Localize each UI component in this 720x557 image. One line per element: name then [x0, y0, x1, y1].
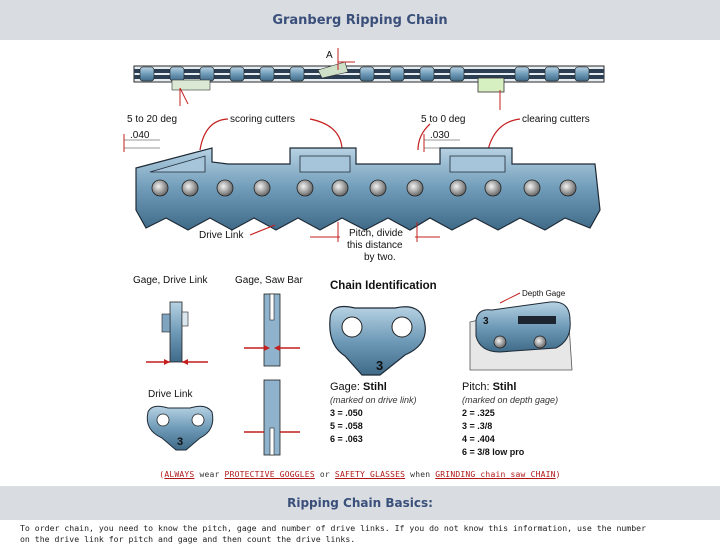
- chain-identification: Chain Identification 3 Gage: Stihl (mark…: [329, 280, 437, 444]
- safety-warning: (ALWAYS wear PROTECTIVE GOGGLES or SAFET…: [159, 470, 561, 479]
- angle-a-label: A: [326, 50, 333, 61]
- chain-id-title: Chain Identification: [330, 280, 437, 292]
- header-bar: Granberg Ripping Chain: [0, 0, 720, 40]
- depth-gage-label: Depth Gage: [522, 289, 566, 298]
- gage-value-1: 3 = .050: [330, 408, 363, 418]
- drive-link-figure: Drive Link 3: [146, 389, 214, 451]
- chain-diagram: A 5 to 20 deg scoring cutters .040 5 to …: [123, 48, 605, 457]
- left-annotations: 5 to 20 deg scoring cutters .040: [123, 87, 343, 152]
- warning-grinding: GRINDING chain saw CHAIN: [435, 470, 556, 479]
- chain-id-link-number: 3: [376, 358, 383, 373]
- pitch-line-1: Pitch, divide: [349, 228, 403, 239]
- gage-heading: Gage: Stihl: [330, 381, 387, 393]
- pitch-value-4: 6 = 3/8 low pro: [462, 447, 525, 457]
- drive-link-small-label: Drive Link: [148, 389, 193, 400]
- basics-line-2: on the drive link for pitch and gage and…: [20, 534, 356, 544]
- angle-range-left: 5 to 20 deg: [127, 114, 177, 125]
- pitch-heading: Pitch: Stihl: [462, 381, 516, 393]
- page-title: Granberg Ripping Chain: [272, 12, 448, 28]
- depth-left-label: .040: [130, 130, 150, 141]
- gage-value-2: 5 = .058: [330, 421, 363, 431]
- warning-goggles-link[interactable]: PROTECTIVE GOGGLES: [224, 470, 315, 479]
- pitch-note: (marked on depth gage): [462, 395, 558, 405]
- basics-title: Ripping Chain Basics:: [287, 496, 433, 510]
- gage-value-3: 6 = .063: [330, 434, 363, 444]
- gage-note: (marked on drive link): [330, 395, 417, 405]
- pitch-line-3: by two.: [364, 252, 396, 263]
- gage-drive-link-figure: Gage, Drive Link: [133, 275, 208, 365]
- chain-top-view: A: [133, 48, 605, 93]
- drive-link-number: 3: [177, 436, 183, 448]
- scoring-cutters-label: scoring cutters: [230, 114, 295, 125]
- gage-saw-bar-label: Gage, Saw Bar: [235, 275, 303, 286]
- right-annotations: 5 to 0 deg clearing cutters .030: [417, 90, 590, 152]
- pitch-line-2: this distance: [347, 240, 403, 251]
- pitch-value-3: 4 = .404: [462, 434, 495, 444]
- depth-right-label: .030: [430, 130, 450, 141]
- gage-drive-link-label: Gage, Drive Link: [133, 275, 208, 286]
- clearing-cutters-label: clearing cutters: [522, 114, 590, 125]
- pitch-annotations: Drive Link Pitch, divide this distance b…: [199, 222, 440, 263]
- basics-line-1: To order chain, you need to know the pit…: [20, 523, 647, 533]
- basics-paragraph: To order chain, you need to know the pit…: [20, 523, 710, 545]
- chain-side-view: [135, 147, 601, 231]
- angle-range-right: 5 to 0 deg: [421, 114, 465, 125]
- pitch-value-1: 2 = .325: [462, 408, 495, 418]
- drive-link-label: Drive Link: [199, 230, 244, 241]
- warning-always: ALWAYS: [164, 470, 195, 479]
- basics-header-bar: Ripping Chain Basics:: [0, 486, 720, 520]
- gage-saw-bar-figure: Gage, Saw Bar: [235, 275, 303, 456]
- pitch-value-2: 3 = .3/8: [462, 421, 492, 431]
- depth-gage-number: 3: [483, 316, 489, 327]
- depth-gage-figure: Depth Gage 3 Pitch: Stihl (marked on dep…: [462, 289, 573, 457]
- warning-glasses-link[interactable]: SAFETY GLASSES: [334, 470, 406, 479]
